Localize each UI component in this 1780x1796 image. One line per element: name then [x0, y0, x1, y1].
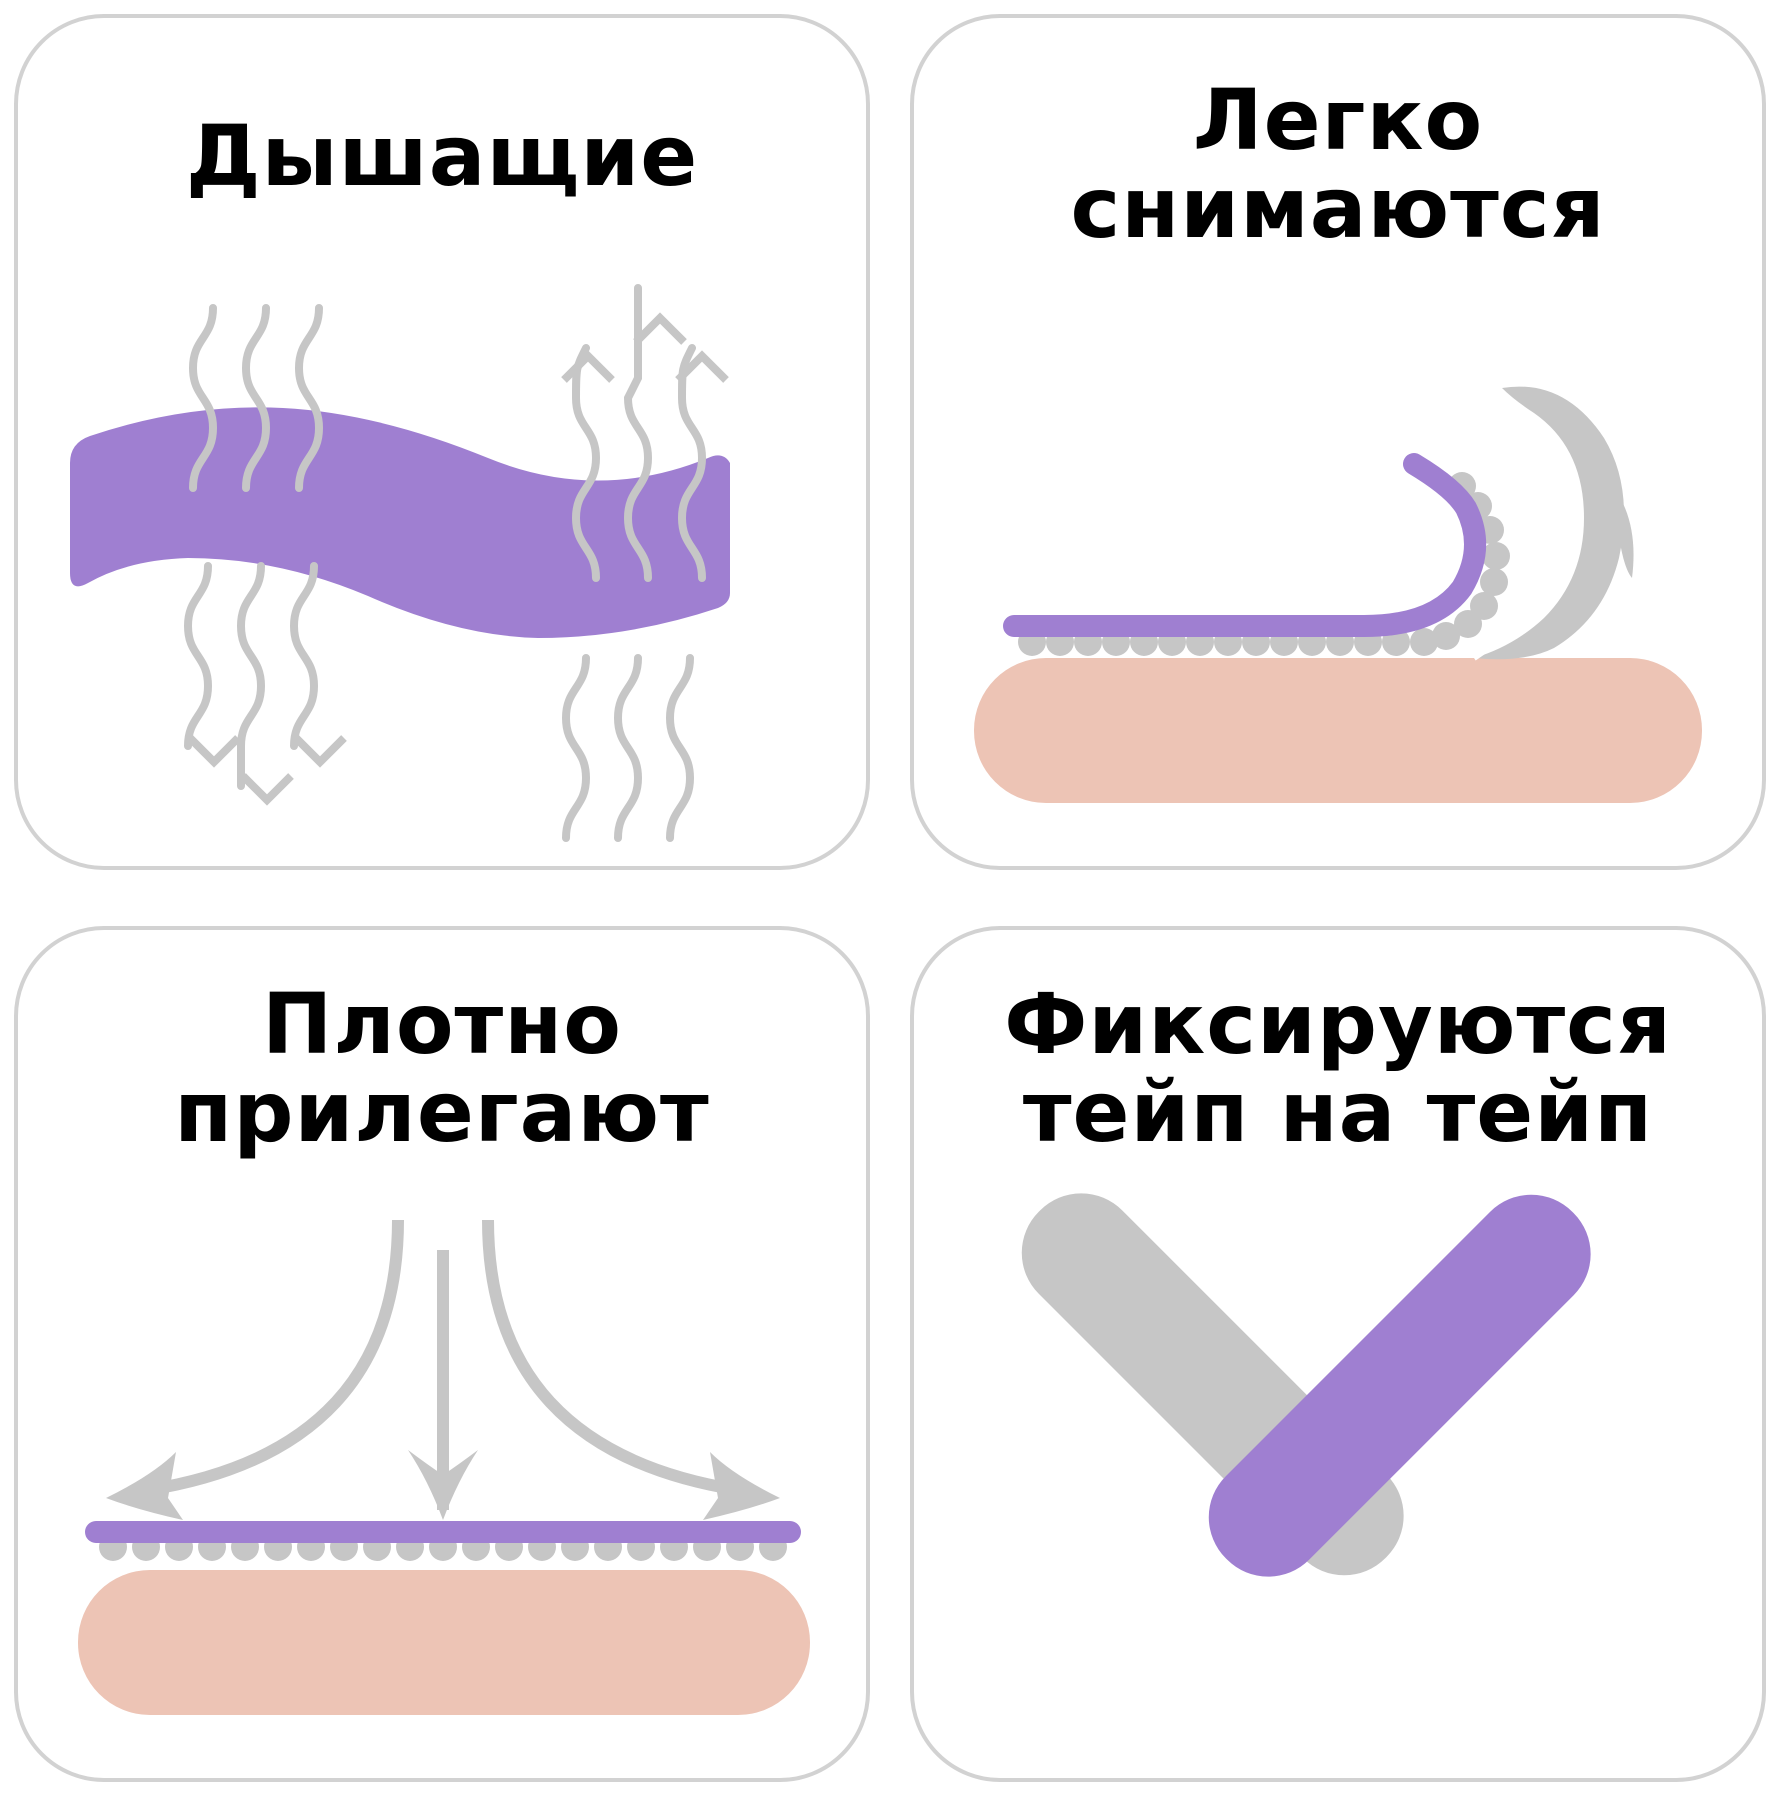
arrow-curve-left: [147, 1219, 404, 1496]
feather-icon: [1472, 386, 1634, 661]
title-line: Легко: [1192, 71, 1484, 169]
title-line: Плотно: [262, 975, 622, 1073]
crossed-tapes-icon: [1021, 1193, 1591, 1577]
card-tight-fit: Плотно прилегают: [14, 926, 870, 1782]
card-title: Фиксируются тейп на тейп: [914, 980, 1762, 1156]
title-line: тейп на тейп: [1022, 1063, 1654, 1161]
wavy-line: [294, 304, 324, 492]
wavy-line: [241, 304, 271, 492]
wavy-line: [561, 654, 591, 842]
arrowhead-right: [703, 1452, 780, 1520]
wavy-line-up: [571, 344, 601, 582]
peeling-tape-icon: [974, 386, 1702, 803]
wavy-line-down: [289, 562, 319, 750]
title-line: Фиксируются: [1004, 975, 1672, 1073]
tape-purple: [1208, 1194, 1591, 1577]
arrowhead-down: [408, 1450, 478, 1520]
arrow-down-head: [187, 735, 241, 768]
title-line: Дышащие: [185, 107, 699, 205]
wavy-line: [665, 654, 695, 842]
arrowhead-left: [106, 1452, 183, 1520]
arrow-down-head: [293, 735, 347, 768]
title-line: прилегают: [174, 1063, 710, 1161]
arrow-curve-right: [482, 1219, 739, 1496]
wavy-line-up: [677, 344, 707, 582]
breathable-tape-icon: [70, 284, 730, 842]
wavy-line-up: [623, 284, 653, 582]
arrow-up-head: [633, 312, 687, 345]
wavy-line: [188, 304, 218, 492]
card-overlap: Фиксируются тейп на тейп: [910, 926, 1766, 1782]
wavy-line-down: [183, 562, 213, 750]
card-breathable: Дышащие: [14, 14, 870, 870]
skin-shape: [974, 658, 1702, 803]
card-title: Дышащие: [18, 112, 866, 200]
tape-strip: [1003, 453, 1486, 637]
arrow-up-head: [675, 350, 729, 383]
wavy-line: [613, 654, 643, 842]
wavy-line-down: [236, 562, 266, 790]
arrow-up-head: [561, 350, 615, 383]
card-title: Плотно прилегают: [18, 980, 866, 1156]
card-title: Легко снимаются: [914, 76, 1762, 252]
title-line: снимаются: [1070, 159, 1606, 257]
pressed-tape-icon: [78, 1219, 810, 1715]
skin-shape: [78, 1570, 810, 1715]
card-easy-remove: Легко снимаются: [910, 14, 1766, 870]
tape-band: [70, 407, 730, 638]
arrow-down-head: [240, 773, 294, 806]
